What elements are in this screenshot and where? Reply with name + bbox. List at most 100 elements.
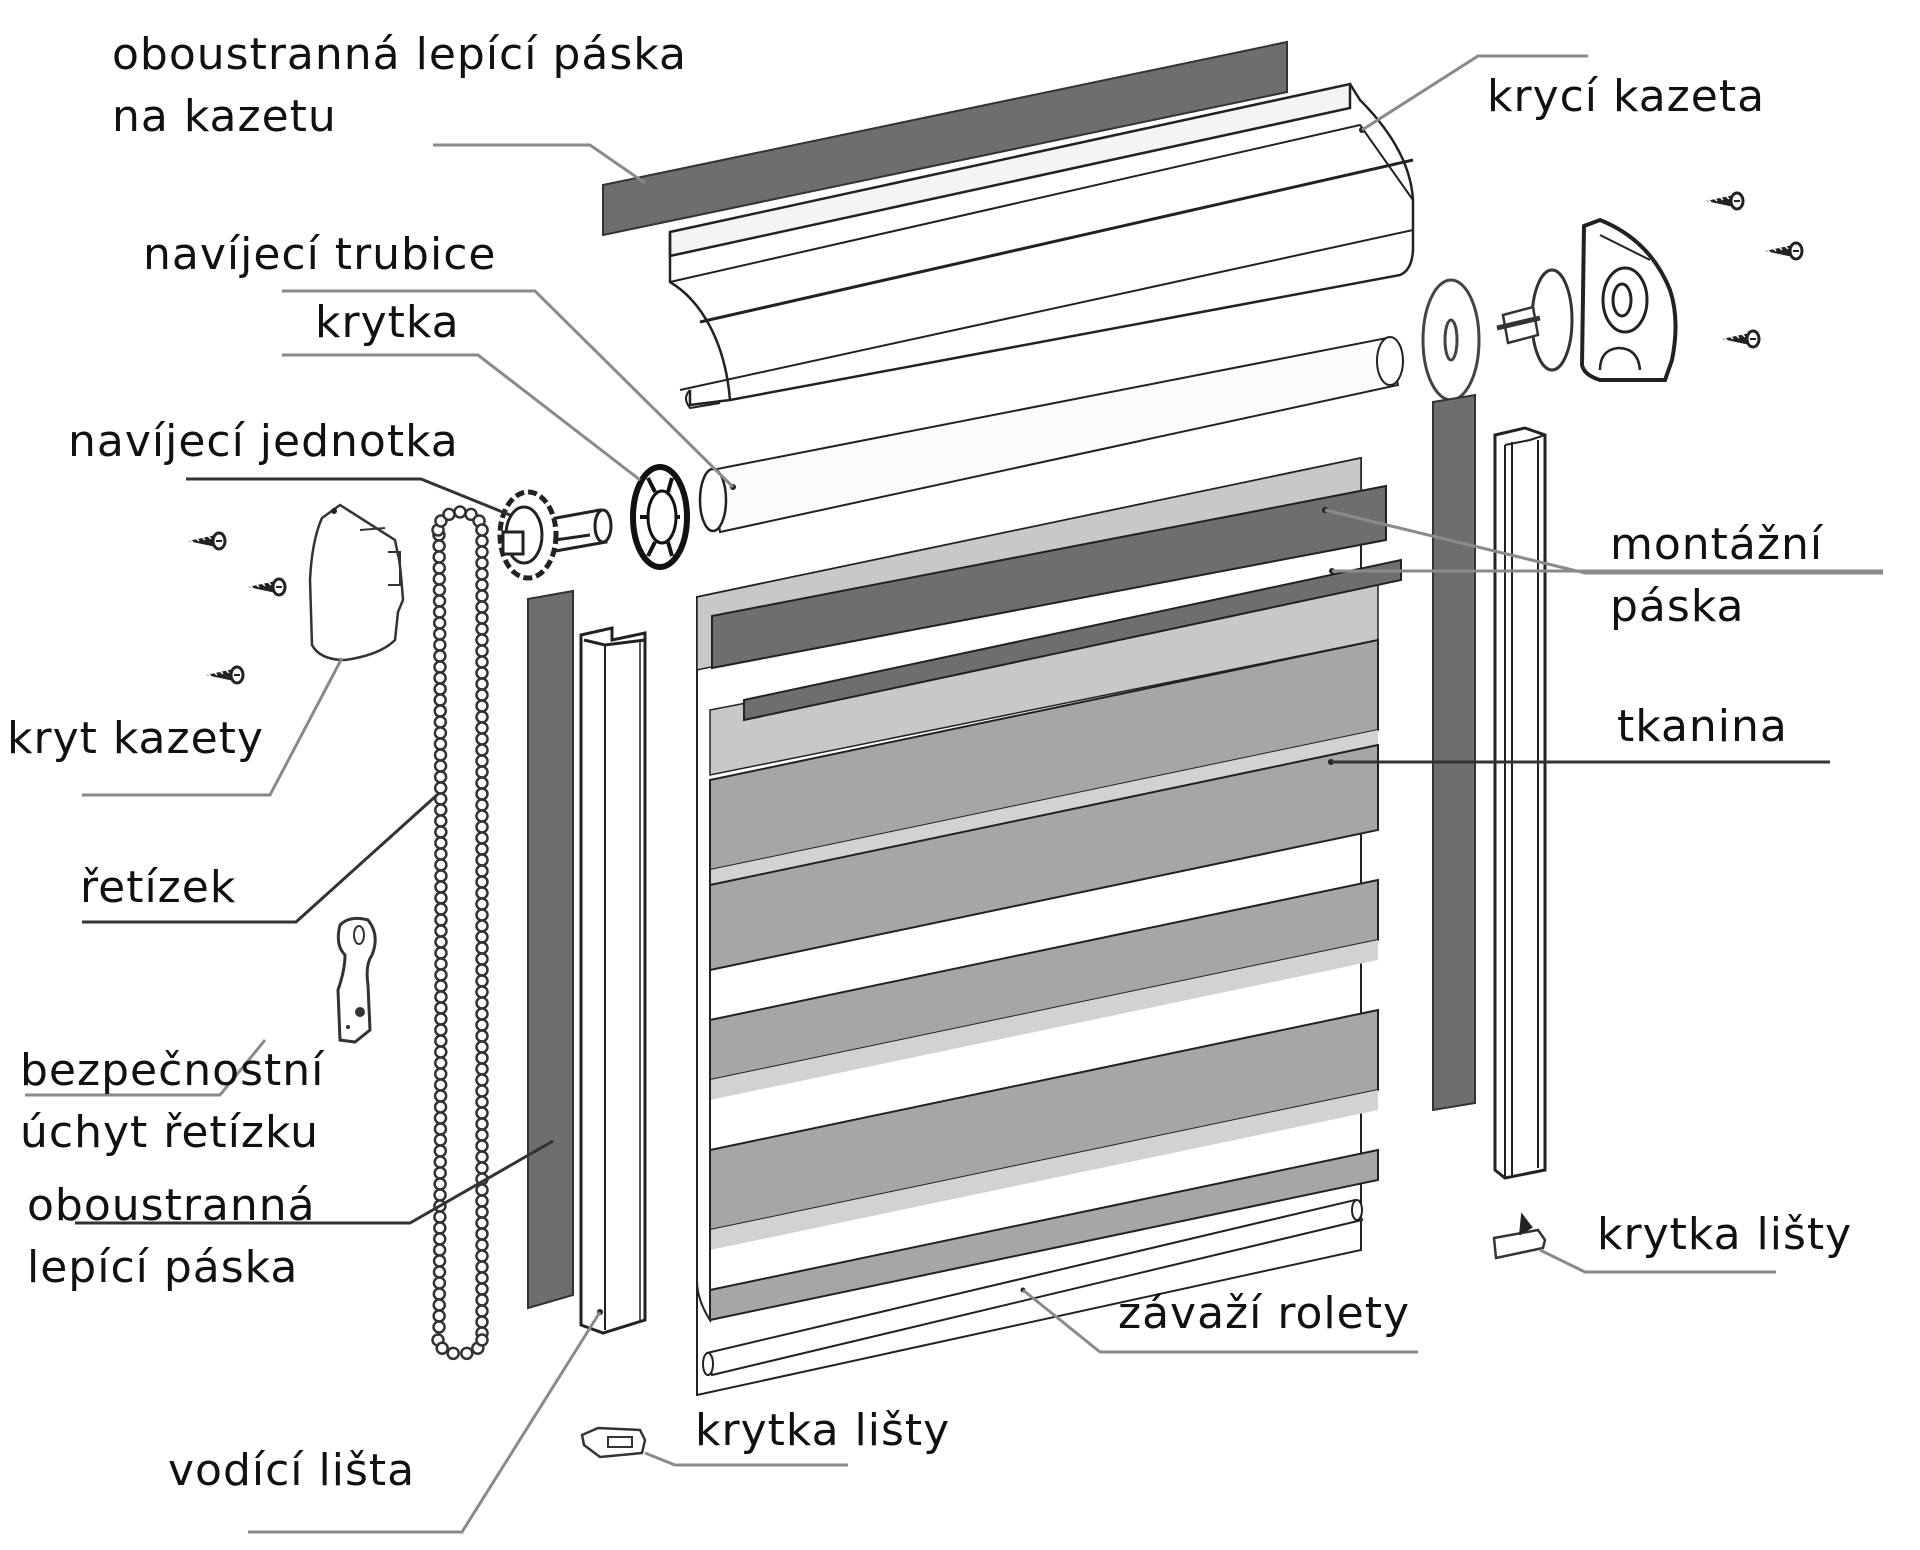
leader-bottom-weight xyxy=(1022,1288,1418,1354)
rail-cap-right xyxy=(1492,1212,1547,1260)
chain-bead xyxy=(475,864,489,878)
chain-bead xyxy=(434,825,448,839)
chain-bead xyxy=(434,1023,448,1037)
fabric xyxy=(696,456,1402,1397)
chain-bead xyxy=(475,688,489,702)
label-fabric: tkanina xyxy=(1617,696,1788,758)
chain-bead xyxy=(433,682,447,696)
chain-bead xyxy=(433,1078,448,1092)
chain-bead xyxy=(475,1139,489,1153)
chain-bead xyxy=(475,523,489,537)
chain-bead xyxy=(433,1067,448,1081)
leader-side-tape xyxy=(75,1139,554,1225)
label-rail-cap-right: krytka lišty xyxy=(1597,1204,1852,1266)
label-winding-tube: navíjecí trubice xyxy=(143,224,496,286)
label-cap: krytka xyxy=(315,292,460,354)
label-cassette-cover: kryt kazety xyxy=(7,708,264,770)
chain-bead xyxy=(475,622,489,636)
chain-bead xyxy=(475,600,489,614)
chain xyxy=(431,505,489,1361)
chain-bead xyxy=(432,572,447,586)
chain-bead xyxy=(475,1161,489,1175)
label-text: řetízek xyxy=(80,862,237,913)
chain-bead xyxy=(432,616,447,630)
chain-bead xyxy=(434,1056,448,1070)
chain-bead xyxy=(433,715,448,729)
chain-bead xyxy=(433,770,448,784)
chain-bead xyxy=(475,875,489,889)
chain-bead xyxy=(434,814,448,828)
label-side-tape: oboustranná lepící páska xyxy=(27,1175,316,1299)
label-rail-cap-bottom: krytka lišty xyxy=(695,1400,950,1462)
leader-rail-cap-right xyxy=(1539,1248,1776,1274)
chain-bead xyxy=(475,1183,489,1197)
chain-bead xyxy=(432,1254,447,1268)
label-text: závaží rolety xyxy=(1118,1288,1410,1339)
chain-bead xyxy=(432,539,446,553)
chain-bead xyxy=(433,638,447,652)
chain-bead xyxy=(434,1001,448,1015)
tube-cap xyxy=(630,464,690,570)
chain-bead xyxy=(434,957,448,971)
chain-bead xyxy=(434,968,448,982)
chain-bead xyxy=(475,820,489,834)
label-line: páska xyxy=(1610,581,1745,632)
chain-bead xyxy=(432,1232,447,1246)
cassette-tape xyxy=(602,40,1288,237)
chain-bead xyxy=(475,974,489,988)
chain-bead xyxy=(433,726,448,740)
chain-bead xyxy=(434,1034,448,1048)
chain-bead xyxy=(434,990,448,1004)
chain-bead xyxy=(433,748,448,762)
chain-bead xyxy=(475,842,489,856)
leader-mounting-tape-1 xyxy=(1324,508,1883,575)
chain-bead xyxy=(432,594,447,608)
guide-rail-right xyxy=(1493,426,1547,1180)
winding-tube xyxy=(698,336,1404,534)
chain-bead xyxy=(434,913,448,927)
winding-unit xyxy=(497,489,613,581)
chain-bead xyxy=(432,605,447,619)
chain-bead xyxy=(433,1111,448,1125)
chain-bead xyxy=(433,1144,448,1158)
leader-rail-cap-left xyxy=(644,1451,848,1467)
chain-bead xyxy=(475,1304,489,1318)
chain-bead xyxy=(475,798,489,812)
chain-bead xyxy=(475,776,489,790)
chain-bead xyxy=(434,1045,448,1059)
chain-bead xyxy=(434,869,448,883)
chain-bead xyxy=(434,880,448,894)
label-text: krytka lišty xyxy=(695,1405,951,1456)
label-text: krycí kazeta xyxy=(1487,71,1766,122)
chain-bead xyxy=(433,1133,448,1147)
chain-bead xyxy=(475,534,489,548)
chain-bead xyxy=(475,677,489,691)
chain-bead xyxy=(475,732,489,746)
screw-icon xyxy=(1763,241,1804,261)
cassette-cover-right xyxy=(1579,217,1678,382)
label-text: navíjecí jednotka xyxy=(68,416,459,467)
chain-bead xyxy=(475,930,489,944)
chain-bead xyxy=(433,1122,448,1136)
chain-bead xyxy=(434,946,448,960)
chain-bead xyxy=(433,1089,448,1103)
chain-bead xyxy=(433,1155,448,1169)
label-text: tkanina xyxy=(1617,701,1788,752)
side-tape-left xyxy=(527,589,574,1310)
chain-bead xyxy=(432,583,447,597)
chain-bead xyxy=(475,611,489,625)
chain-bead xyxy=(475,1260,489,1274)
chain-bead xyxy=(432,1309,446,1323)
chain-bead xyxy=(475,644,489,658)
chain-bead xyxy=(433,781,448,795)
label-bottom-weight: závaží rolety xyxy=(1118,1283,1410,1345)
cassette-cover-left xyxy=(308,503,405,662)
leader-winding-tube xyxy=(282,289,735,489)
chain-bead xyxy=(475,1128,489,1142)
label-guide-rail: vodící lišta xyxy=(168,1440,415,1502)
label-cassette-tape: oboustranná lepící páska na kazetu xyxy=(112,24,687,148)
chain-bead xyxy=(475,545,489,559)
chain-bead xyxy=(432,1276,447,1290)
chain-bead xyxy=(475,919,489,933)
screw-icon xyxy=(1704,191,1745,211)
